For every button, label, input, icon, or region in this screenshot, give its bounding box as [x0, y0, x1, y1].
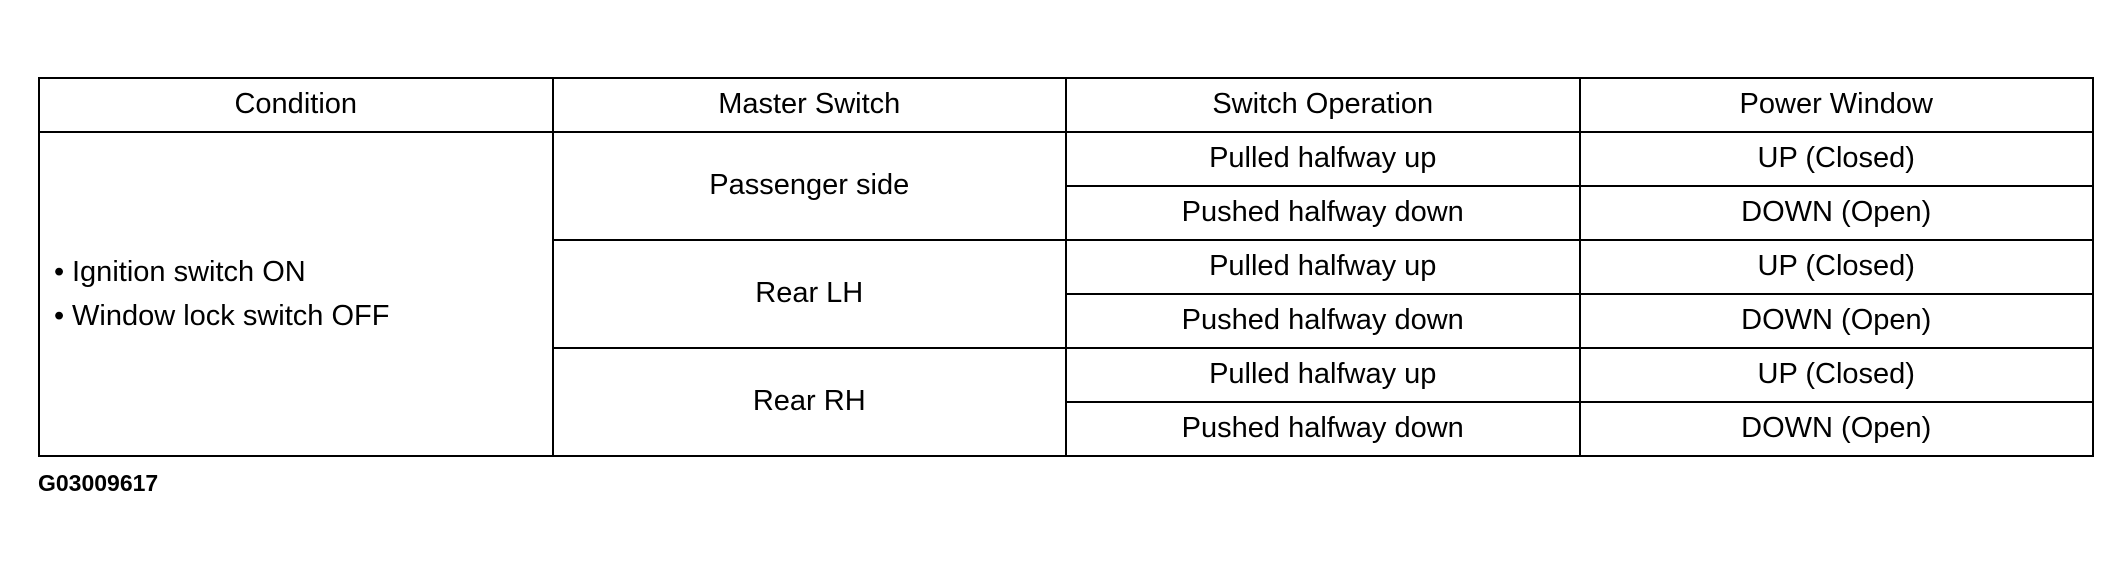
table-row: Pushed halfway down DOWN (Open) [39, 293, 2094, 349]
table-header-row: Condition Master Switch Switch Operation… [38, 77, 2094, 133]
table-row: •Ignition switch ON •Window lock switch … [38, 131, 2094, 457]
power-window-cell: UP (Closed) [1578, 347, 2094, 403]
condition-item: •Window lock switch OFF [54, 294, 552, 338]
condition-text: Window lock switch OFF [72, 300, 390, 332]
power-window-cell: UP (Closed) [1578, 131, 2094, 187]
master-switch-cell: Rear RH [551, 347, 1067, 457]
switch-operation-cell: Pulled halfway up [1065, 347, 1581, 403]
power-window-operation-table: Condition Master Switch Switch Operation… [38, 77, 2094, 457]
switch-operation-cell: Pushed halfway down [1065, 185, 1581, 241]
power-window-cell: DOWN (Open) [1578, 401, 2094, 457]
header-switch-operation: Switch Operation [1065, 77, 1581, 133]
table-row: Pushed halfway down DOWN (Open) [39, 401, 2094, 457]
header-power-window: Power Window [1578, 77, 2094, 133]
table-row: Rear RH Pulled halfway up UP (Closed) [39, 347, 2094, 457]
master-switch-cell: Rear LH [551, 239, 1067, 349]
power-window-cell: DOWN (Open) [1578, 293, 2094, 349]
bullet-icon: • [54, 256, 65, 288]
switch-operation-cell: Pulled halfway up [1065, 239, 1581, 295]
header-condition: Condition [38, 77, 554, 133]
master-switch-cell: Passenger side [551, 131, 1067, 241]
switch-operation-cell: Pushed halfway down [1065, 293, 1581, 349]
condition-text: Ignition switch ON [72, 256, 306, 288]
power-window-cell: UP (Closed) [1578, 239, 2094, 295]
condition-cell: •Ignition switch ON •Window lock switch … [38, 131, 554, 457]
switch-operation-cell: Pulled halfway up [1065, 131, 1581, 187]
figure-id: G03009617 [38, 470, 159, 496]
table-row: Rear LH Pulled halfway up UP (Closed) [39, 239, 2094, 349]
power-window-cell: DOWN (Open) [1578, 185, 2094, 241]
condition-item: •Ignition switch ON [54, 250, 552, 294]
header-master-switch: Master Switch [551, 77, 1067, 133]
bullet-icon: • [54, 300, 65, 332]
switch-operation-cell: Pushed halfway down [1065, 401, 1581, 457]
table-row: Pushed halfway down DOWN (Open) [39, 185, 2094, 241]
